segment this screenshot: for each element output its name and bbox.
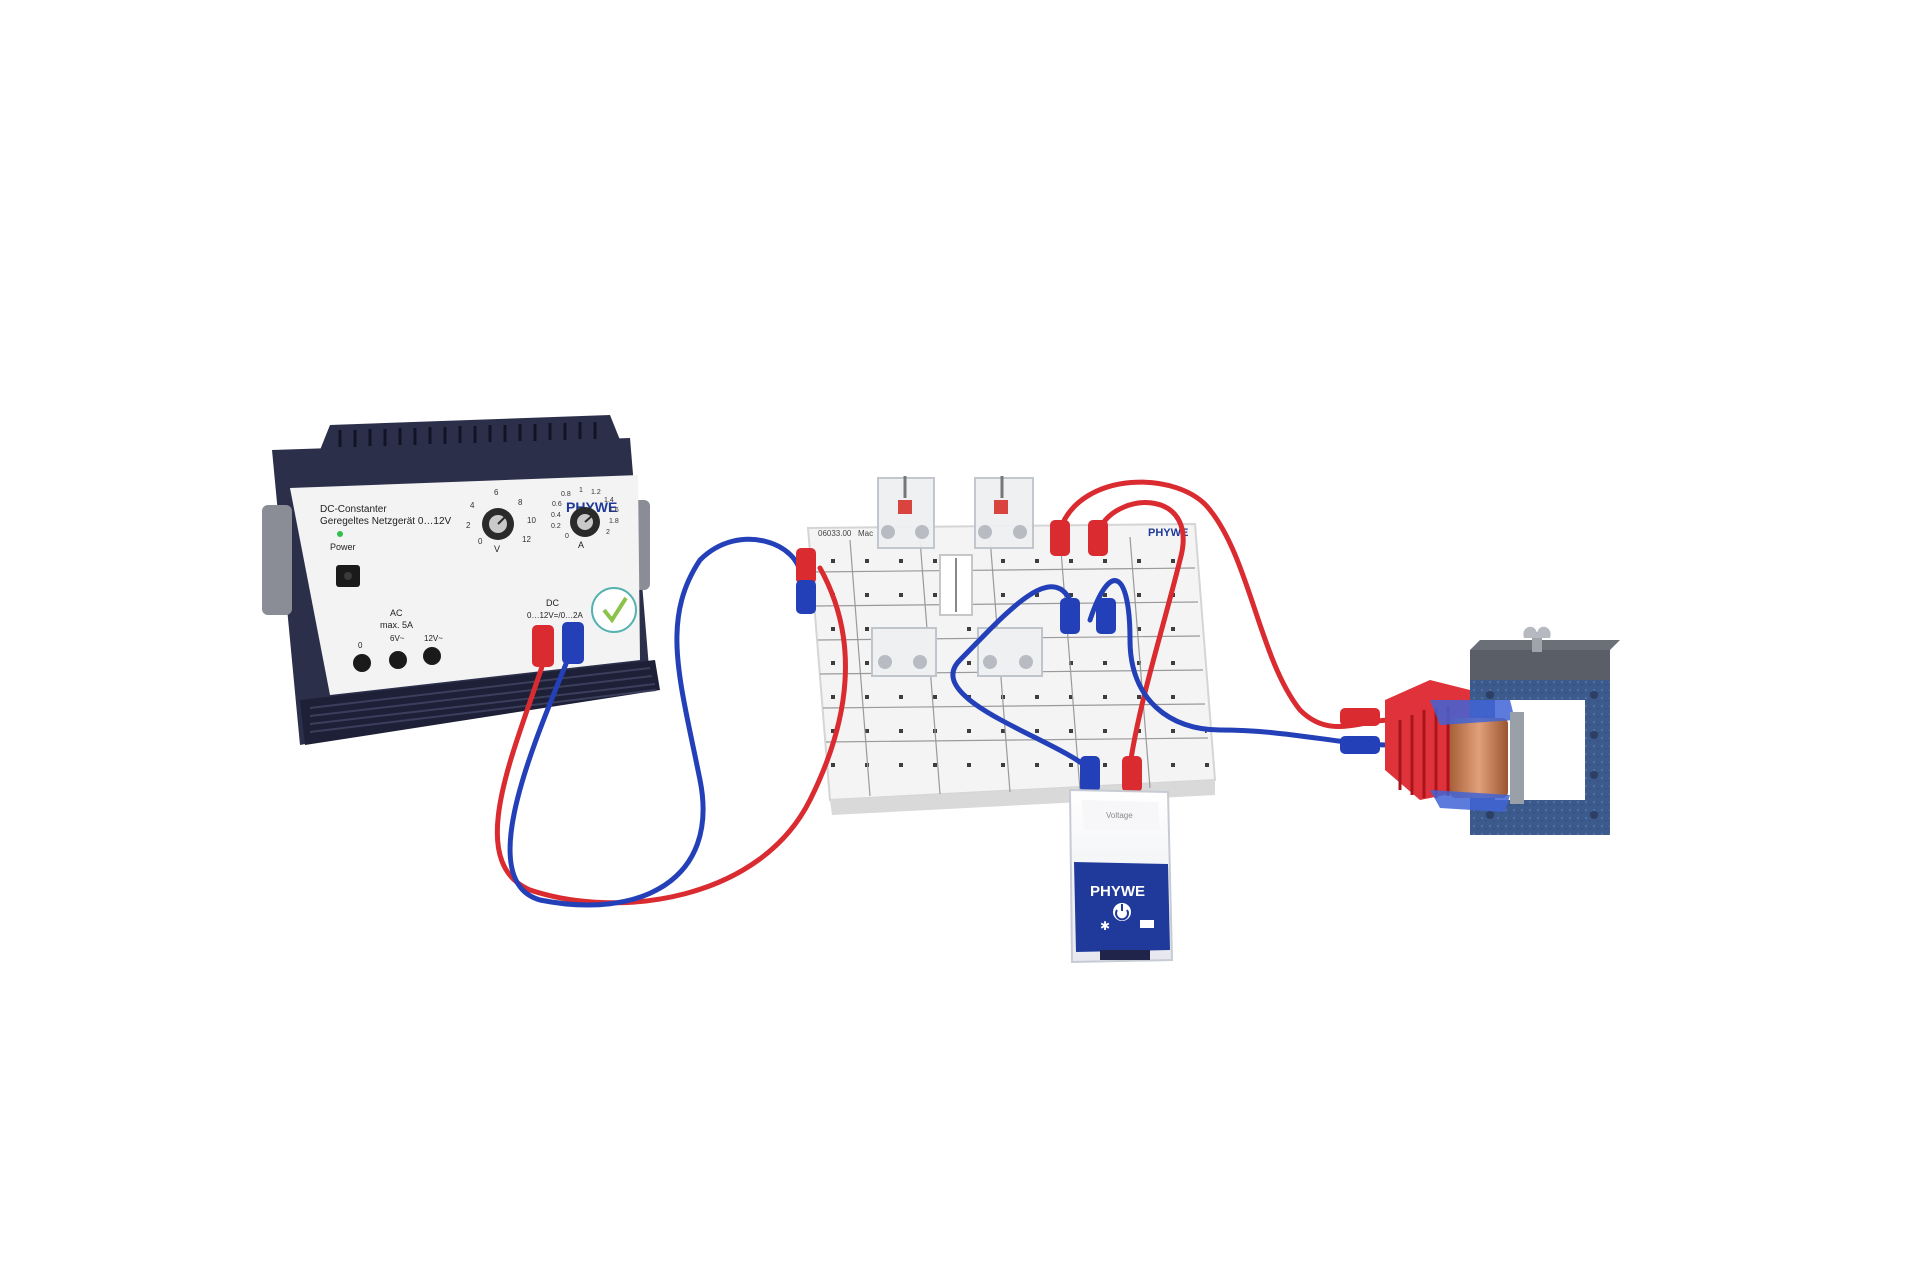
- svg-text:10: 10: [527, 516, 536, 525]
- svg-text:0.6: 0.6: [552, 501, 562, 508]
- coil-with-iron-core: [1385, 626, 1620, 835]
- svg-text:2: 2: [606, 529, 610, 536]
- switch-module-2[interactable]: [974, 476, 1034, 549]
- board-code-label: 06033.00: [818, 529, 852, 538]
- cables: [494, 479, 1393, 908]
- banana-plugs: [532, 520, 1380, 792]
- bottom-grille: [300, 660, 660, 745]
- cable-red-psu-to-board: [494, 565, 848, 906]
- nfc-icon: [1140, 920, 1154, 928]
- svg-text:2: 2: [466, 521, 471, 530]
- svg-text:0: 0: [478, 537, 483, 546]
- plug-blue-board-mid-1[interactable]: [1060, 598, 1080, 634]
- plug-red-coil[interactable]: [1340, 708, 1380, 726]
- current-unit: A: [578, 540, 584, 550]
- psu-model-line2: Geregeltes Netzgerät 0…12V: [320, 516, 452, 527]
- cable-blue-psu-to-board: [507, 536, 803, 908]
- cable-blue-board-to-sensor: [950, 584, 1093, 773]
- svg-text:0.2: 0.2: [551, 523, 561, 530]
- ac-socket-6v[interactable]: [389, 651, 407, 669]
- svg-text:1.2: 1.2: [591, 489, 601, 496]
- connector-module-1: [871, 627, 937, 677]
- calibration-sticker: [591, 587, 637, 633]
- svg-text:1.8: 1.8: [609, 518, 619, 525]
- ac-output-label-6v: 6V~: [390, 634, 405, 643]
- bluetooth-icon: ✱: [1100, 919, 1110, 933]
- copper-coil: [1450, 718, 1508, 798]
- current-scale: 0 0.2 0.4 0.6 0.8 1 1.2 1.4 1.6 1.8 2: [551, 487, 619, 540]
- svg-text:0: 0: [565, 533, 569, 540]
- usb-port: [1100, 950, 1150, 960]
- svg-text:0.4: 0.4: [551, 512, 561, 519]
- sensor-top-label: Voltage: [1106, 811, 1133, 820]
- plug-red-board-left[interactable]: [796, 548, 816, 584]
- plug-blue-board-mid-2[interactable]: [1096, 598, 1116, 634]
- cable-red-board-to-coil: [1057, 479, 1393, 729]
- ac-max-label: max. 5A: [380, 620, 413, 630]
- board-brand-logo: PHYWE: [1148, 527, 1188, 539]
- iron-core: [1510, 712, 1524, 804]
- plug-red-sensor[interactable]: [1122, 756, 1142, 792]
- svg-text:6: 6: [494, 488, 499, 497]
- voltage-scale: 0 2 4 6 8 10 12: [466, 488, 536, 546]
- power-icon: [1115, 909, 1129, 921]
- connector-module-2: [977, 627, 1043, 677]
- power-supply: PHYWE DC-Constanter Geregeltes Netzgerät…: [262, 415, 660, 745]
- plug-blue-sensor[interactable]: [1080, 756, 1100, 792]
- board-short-label: Mac: [858, 529, 873, 538]
- power-button-icon: [344, 572, 352, 580]
- svg-text:1.6: 1.6: [609, 507, 619, 514]
- power-label: Power: [330, 542, 356, 552]
- power-led-icon: [337, 531, 343, 537]
- svg-text:1.4: 1.4: [604, 497, 614, 504]
- sensor-brand-logo: PHYWE: [1090, 883, 1145, 900]
- cable-blue-board-to-coil: [1087, 578, 1393, 748]
- ac-socket-0[interactable]: [353, 654, 371, 672]
- resistor-module: [939, 554, 973, 616]
- wing-screw[interactable]: [1523, 626, 1551, 652]
- voltage-unit: V: [494, 544, 500, 554]
- svg-text:8: 8: [518, 498, 523, 507]
- svg-text:12: 12: [522, 535, 531, 544]
- side-handle-left: [262, 505, 292, 615]
- cable-red-board-to-sensor: [1097, 500, 1186, 768]
- plug-blue-coil[interactable]: [1340, 736, 1380, 754]
- plug-red-board-top-2[interactable]: [1088, 520, 1108, 556]
- svg-text:1: 1: [579, 487, 583, 494]
- svg-text:0.8: 0.8: [561, 491, 571, 498]
- plug-red-psu[interactable]: [532, 625, 554, 667]
- svg-text:4: 4: [470, 501, 475, 510]
- checkmark-icon: [602, 596, 628, 624]
- dc-range-label: 0…12V=/0…2A: [527, 611, 583, 620]
- ac-output-label-0: 0: [358, 641, 363, 650]
- ac-socket-12v[interactable]: [423, 647, 441, 665]
- plug-blue-psu[interactable]: [562, 622, 584, 664]
- ac-output-label-12v: 12V~: [424, 634, 443, 643]
- switch-module-1[interactable]: [877, 476, 935, 549]
- plug-red-board-top-1[interactable]: [1050, 520, 1070, 556]
- dc-label: DC: [546, 598, 559, 608]
- plug-blue-board-left[interactable]: [796, 580, 816, 614]
- voltage-sensor: Voltage PHYWE ✱: [1068, 788, 1174, 964]
- ac-label: AC: [390, 608, 403, 618]
- psu-model-line1: DC-Constanter: [320, 504, 387, 515]
